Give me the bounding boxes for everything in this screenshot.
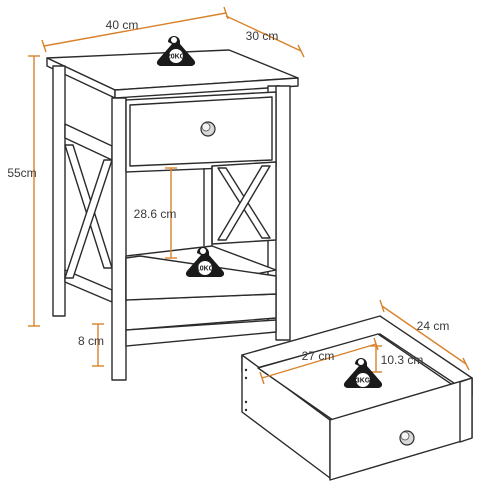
drawer-right-panel (459, 377, 473, 443)
weight-icon-drawer: 3KG (343, 358, 383, 388)
drawer-detached-knob (399, 430, 415, 446)
knob-face (201, 122, 211, 132)
label-drawer-width: 27 cm (302, 349, 335, 363)
tabletop-front-edge (114, 77, 299, 99)
back-left-leg (52, 65, 66, 317)
label-drawer-depth: 24 cm (417, 319, 450, 333)
hole (244, 376, 248, 380)
label-drawer-height: 10.3 cm (381, 353, 424, 367)
drawer-knob (200, 121, 216, 137)
front-left-leg (111, 97, 127, 381)
weight-icon-top: 20KG (156, 36, 196, 66)
weight-label-drawer: 3KG (356, 378, 371, 385)
knob-face (400, 431, 410, 441)
front-lower-rail (125, 319, 277, 347)
dimension-lines (28, 6, 470, 385)
front-right-leg (275, 85, 291, 341)
label-table-depth: 30 cm (246, 29, 279, 43)
weight-label-shelf: 10KG (196, 266, 215, 273)
bottom-shelf-top (125, 255, 277, 301)
hole (244, 368, 248, 372)
weight-icon-shelf: 10KG (185, 247, 225, 277)
hole (244, 400, 248, 404)
label-shelf-gap: 28.6 cm (134, 207, 177, 221)
left-x-brace-b (64, 159, 113, 279)
drawer-side-holes (244, 368, 248, 412)
hole (244, 408, 248, 412)
right-x-brace-b (217, 165, 271, 241)
label-leg-clearance: 8 cm (78, 334, 104, 348)
label-table-height: 55cm (7, 166, 36, 180)
weight-label-top: 20KG (167, 54, 186, 61)
label-table-width: 40 cm (106, 18, 139, 32)
